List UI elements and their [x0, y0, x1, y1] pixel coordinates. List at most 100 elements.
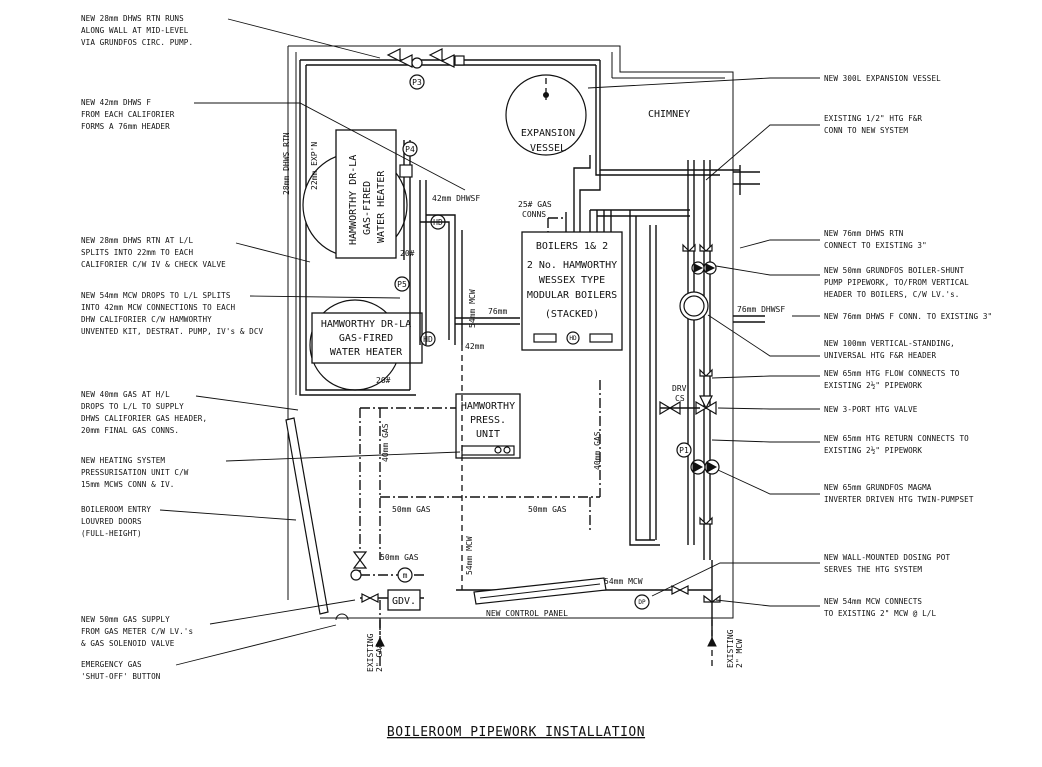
boilers-1-2: BOILERS 1& 2 2 No. HAMWORTHY WESSEX TYPE… [521, 155, 690, 351]
label-76mm: 76mm [488, 307, 507, 316]
boilers-line-3: WESSEX TYPE [539, 275, 605, 286]
ann-l4-2: INTO 42mm MCW CONNECTIONS TO EACH [81, 303, 235, 312]
ann-l9-1: EMERGENCY GAS [81, 660, 142, 669]
ann-l1-1: NEW 28mm DHWS RTN RUNS [81, 14, 184, 23]
label-existing-gas-2: 2" GAS [375, 643, 384, 672]
ann-l8-2: FROM GAS METER C/W LV.'s [81, 627, 193, 636]
ann-l6-1: NEW HEATING SYSTEM [81, 456, 165, 465]
ann-r5-1: NEW 76mm DHWS F CONN. TO EXISTING 3" [824, 312, 992, 321]
tag-p3: P3 [412, 78, 422, 87]
ann-l2-1: NEW 42mm DHWS F [81, 98, 151, 107]
cs-label: CS [675, 394, 685, 403]
ann-r2-2: CONN TO NEW SYSTEM [824, 126, 908, 135]
ann-l7-3: (FULL-HEIGHT) [81, 529, 142, 538]
label-gas-conns-2: CONNS [522, 210, 546, 219]
heater-bottom-line-3: WATER HEATER [330, 347, 403, 358]
heater-bottom-line-1: HAMWORTHY DR-LA [321, 319, 411, 330]
bottom-calorifier: HAMWORTHY DR-LA GAS-FIRED WATER HEATER P… [299, 260, 436, 396]
ann-r10-2: INVERTER DRIVEN HTG TWIN-PUMPSET [824, 495, 974, 504]
gdv-label: GDV. [392, 596, 416, 607]
ann-r3-1: NEW 76mm DHWS RTN [824, 229, 904, 238]
ann-r11-1: NEW WALL-MOUNTED DOSING POT [824, 553, 950, 562]
label-gas-40-b: 40mm GAS [593, 431, 602, 470]
gas-meter-gdv: m GDV. [335, 551, 421, 621]
ann-l1-3: VIA GRUNDFOS CIRC. PUMP. [81, 38, 193, 47]
label-exp-22: 22mm EXP'N [310, 142, 319, 190]
ann-r4-3: HEADER TO BOILERS, C/W LV.'s. [824, 290, 959, 299]
ann-r3-2: CONNECT TO EXISTING 3" [824, 241, 927, 250]
label-42mm: 42mm [465, 342, 484, 351]
boilers-line-5: (STACKED) [545, 309, 599, 320]
twenty-hash-bottom: 20# [376, 376, 391, 385]
tag-hd-heater: HD [423, 335, 433, 344]
label-gas-conns-1: 25# GAS [518, 200, 552, 209]
ann-l4-3: DHW CALIFORIER C/W HAMWORTHY [81, 315, 212, 324]
heater-top-line-1: HAMWORTHY DR-LA [348, 155, 359, 245]
ann-l5-2: DROPS TO L/L TO SUPPLY [81, 402, 184, 411]
label-existing-mcw-2: 2" MCW [735, 639, 744, 668]
label-dhwsf-42: 42mm DHWSF [432, 194, 480, 203]
existing-htg-stubs [687, 160, 760, 200]
ann-r1-1: NEW 300L EXPANSION VESSEL [824, 74, 941, 83]
press-line-2: PRESS. [470, 415, 506, 426]
expansion-vessel-label-1: EXPANSION [521, 128, 575, 139]
ann-l4-4: UNVENTED KIT, DESTRAT. PUMP, IV's & DCV [81, 327, 264, 336]
ann-r7-2: EXISTING 2½" PIPEWORK [824, 381, 922, 390]
right-annotations: NEW 300L EXPANSION VESSEL EXISTING 1/2" … [824, 74, 992, 618]
ann-l5-1: NEW 40mm GAS AT H/L [81, 390, 170, 399]
ann-l3-3: CALIFORIER C/W IV & CHECK VALVE [81, 260, 226, 269]
room-outline [287, 45, 734, 619]
tag-hd-boiler: HD [569, 335, 577, 342]
right-leaders [587, 77, 820, 607]
pipe-labels: 28mm DHWS RTN 22mm EXP'N 42mm DHWSF 25# … [282, 132, 785, 672]
expansion-vessel-label-2: VESSEL [530, 143, 566, 154]
ann-r4-2: PUMP PIPEWORK, TO/FROM VERTICAL [824, 278, 969, 287]
ann-l2-2: FROM EACH CALIFORIER [81, 110, 175, 119]
existing-supply-arrows [375, 620, 717, 668]
ann-l7-1: BOILEROOM ENTRY [81, 505, 151, 514]
label-mcw-54-a: 54mm MCW [468, 289, 477, 328]
ann-l4-1: NEW 54mm MCW DROPS TO L/L SPLITS [81, 291, 231, 300]
heater-top-line-3: WATER HEATER [376, 170, 387, 243]
dhwsf-header [419, 180, 520, 345]
ann-l6-3: 15mm MCWS CONN & IV. [81, 480, 174, 489]
ann-r9-1: NEW 65mm HTG RETURN CONNECTS TO [824, 434, 969, 443]
top-calorifier: HAMWORTHY DR-LA GAS-FIRED WATER HEATER P… [302, 129, 418, 260]
press-line-3: UNIT [476, 429, 500, 440]
ann-r8-1: NEW 3-PORT HTG VALVE [824, 405, 918, 414]
tag-dp: DP [638, 599, 646, 606]
ann-l8-1: NEW 50mm GAS SUPPLY [81, 615, 170, 624]
vertical-header: P1 [629, 200, 720, 560]
ann-r4-1: NEW 50mm GRUNDFOS BOILER-SHUNT [824, 266, 964, 275]
drawing-title: BOILEROOM PIPEWORK INSTALLATION [387, 725, 645, 740]
ann-l3-1: NEW 28mm DHWS RTN AT L/L [81, 236, 193, 245]
ann-r6-2: UNIVERSAL HTG F&R HEADER [824, 351, 936, 360]
control-panel: NEW CONTROL PANEL [473, 577, 607, 618]
boilers-line-4: MODULAR BOILERS [527, 290, 617, 301]
left-annotations: NEW 28mm DHWS RTN RUNS ALONG WALL AT MID… [81, 14, 264, 681]
tag-p4: P4 [405, 145, 415, 154]
ann-l8-3: & GAS SOLENOID VALVE [81, 639, 175, 648]
ann-l5-3: DHWS CALIFORIER GAS HEADER, [81, 414, 207, 423]
boilers-line-2: 2 No. HAMWORTHY [527, 260, 617, 271]
label-gas-50-b: 50mm GAS [528, 505, 567, 514]
heater-bottom-line-2: GAS-FIRED [339, 333, 393, 344]
label-dhwsf-76: 76mm DHWSF [737, 305, 785, 314]
label-gas-40-a: 40mm GAS [381, 423, 390, 462]
chimney-label: CHIMNEY [648, 109, 690, 120]
control-panel-label: NEW CONTROL PANEL [486, 609, 568, 618]
label-gas-50-c: 50mm GAS [380, 553, 419, 562]
tag-m: m [403, 571, 408, 580]
heater-top-line-2: GAS-FIRED [362, 181, 373, 235]
ann-r10-1: NEW 65mm GRUNDFOS MAGMA [824, 483, 932, 492]
ann-l6-2: PRESSURISATION UNIT C/W [81, 468, 189, 477]
tag-p5: P5 [397, 280, 407, 289]
ann-l5-4: 20mm FINAL GAS CONNS. [81, 426, 179, 435]
label-gas-50-a: 50mm GAS [392, 505, 431, 514]
dhwsf-76-stub [733, 315, 765, 323]
boilers-line-1: BOILERS 1& 2 [536, 241, 608, 252]
label-existing-mcw-1: EXISTING [726, 629, 735, 668]
pump-tag-p3: P3 [409, 74, 425, 90]
